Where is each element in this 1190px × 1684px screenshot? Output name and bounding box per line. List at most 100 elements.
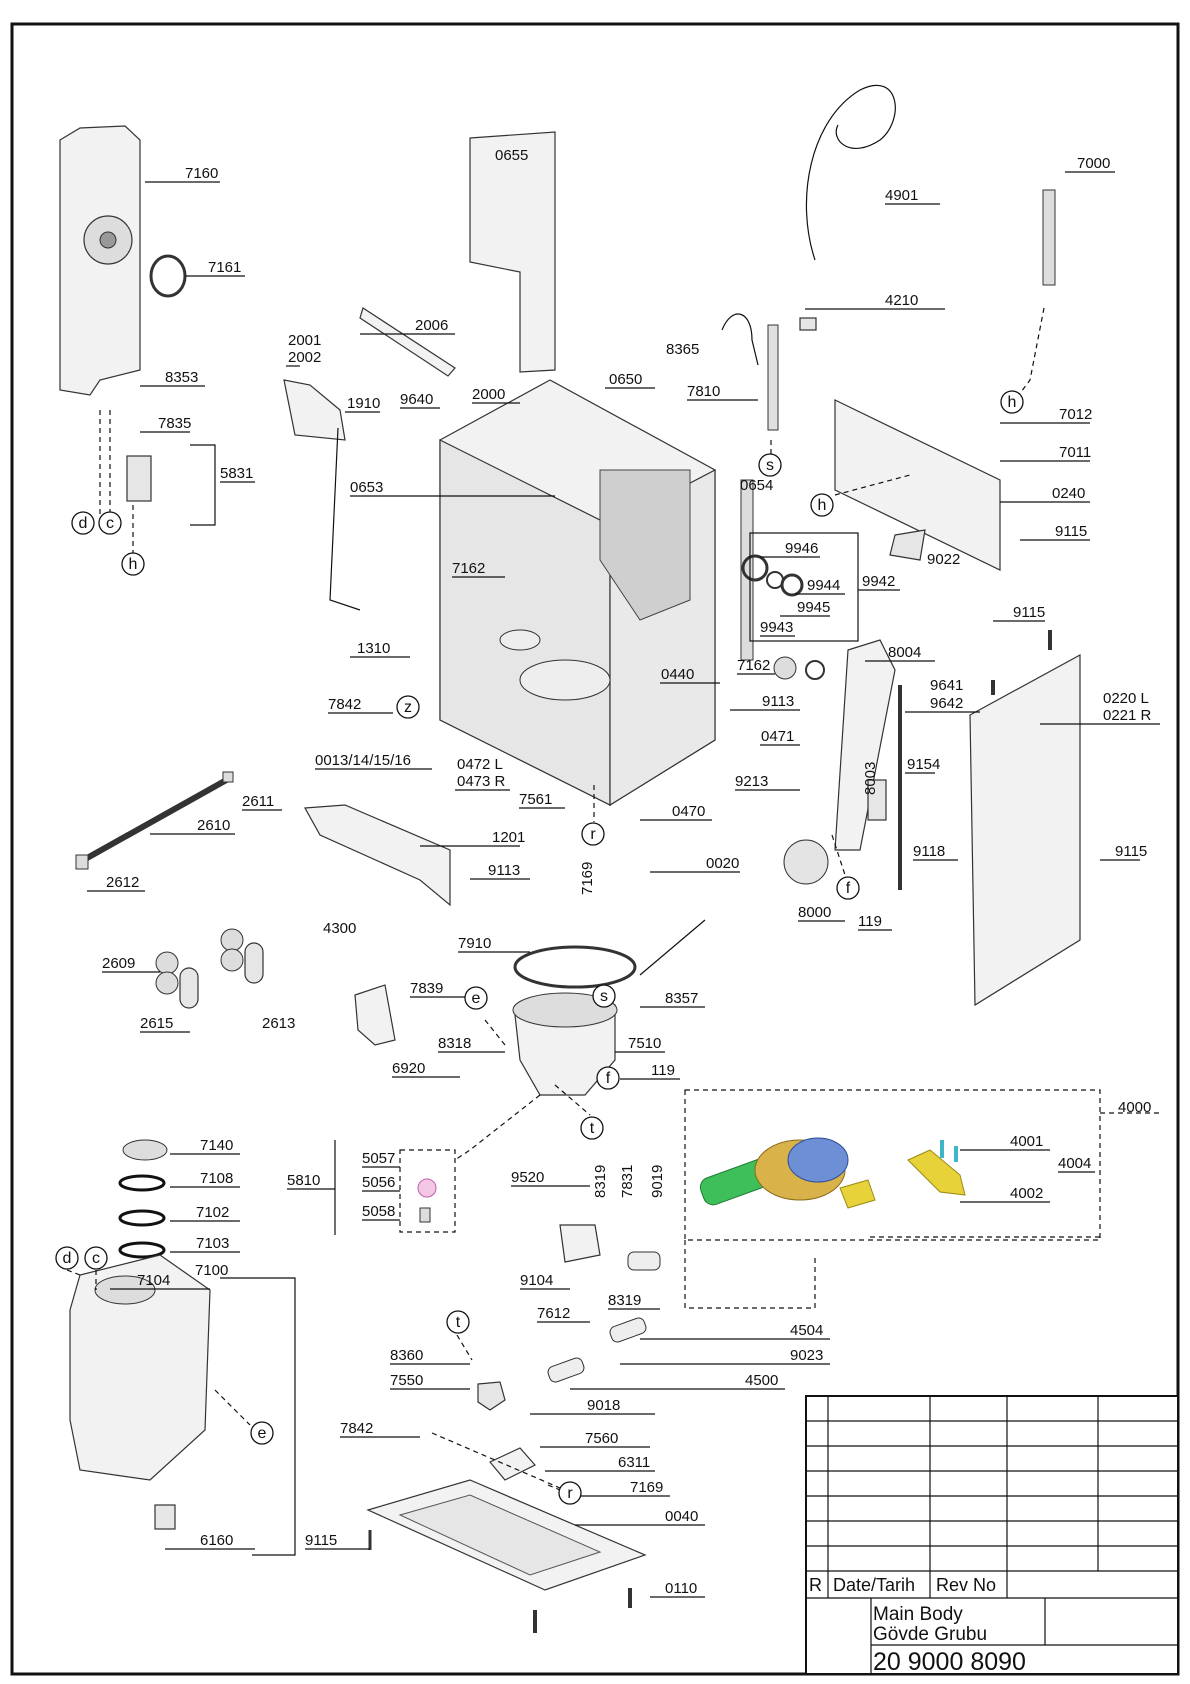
connector-letter: d: [63, 1250, 72, 1267]
dash-t1: [554, 1084, 591, 1116]
part-7910-seal: [513, 945, 637, 989]
part-2610-rod: [78, 775, 232, 865]
connector-circle: [84, 1246, 108, 1270]
title-date-label: Date/Tarih: [833, 1575, 915, 1595]
part-8365-clip: [721, 313, 759, 366]
connector-circle: [464, 986, 488, 1010]
title-block-grid: [806, 1396, 1178, 1674]
callout-0221-r-48: 0221 R: [1103, 707, 1152, 724]
callout-2001-7: 2001: [288, 332, 321, 349]
part-7550-elbow: [477, 1381, 506, 1411]
callout-7510-70: 7510: [628, 1035, 661, 1052]
connector-circle: [121, 552, 145, 576]
part-2609-foot: [155, 951, 179, 975]
part-4210-connector: [799, 317, 817, 331]
callout-0470-25: 0470: [672, 803, 705, 820]
part-7100-softener-cap: [94, 1275, 156, 1305]
title-rev-letter: R: [809, 1575, 822, 1595]
callout-8353-2: 8353: [165, 369, 198, 386]
callout-9641-45: 9641: [930, 677, 963, 694]
callout-8318-69: 8318: [438, 1035, 471, 1052]
part-4504-hose: [609, 1317, 647, 1343]
callout-7560-101: 7560: [585, 1430, 618, 1447]
group-9942-box: [749, 532, 859, 642]
connector-h-4: h: [1000, 390, 1024, 414]
callout-9115-34: 9115: [1055, 523, 1087, 540]
part-8357-hose: [639, 919, 706, 976]
dash-r2: [547, 1484, 566, 1493]
part-0650-mesh: [599, 469, 691, 621]
callout-0220-l-47: 0220 L: [1103, 690, 1149, 707]
callout-6160-105: 6160: [200, 1532, 233, 1549]
callout-labels: 7160716183537835583106552006200120021910…: [87, 147, 1160, 1598]
callout-9115-52: 9115: [1115, 843, 1147, 860]
callout-2609-64: 2609: [102, 955, 135, 972]
part-0040-base-inner: [398, 1494, 602, 1576]
callout-8360-96: 8360: [390, 1347, 423, 1364]
callout-0013-14-15-16-18: 0013/14/15/16: [315, 752, 411, 769]
callout-8004-42: 8004: [888, 644, 921, 661]
callout-5057-80: 5057: [362, 1150, 395, 1167]
callout-2611-55: 2611: [242, 793, 274, 810]
callout-8365-28: 8365: [666, 341, 699, 358]
callout-2000-11: 2000: [472, 386, 505, 403]
dash-f1: [831, 834, 846, 876]
callout-9943-39: 9943: [760, 619, 793, 636]
callout-4300-62: 4300: [323, 920, 356, 937]
callout-4901-26: 4901: [885, 187, 918, 204]
callout-7000-30: 7000: [1077, 155, 1110, 172]
callout-9945-38: 9945: [797, 599, 830, 616]
title-turkish: Gövde Grubu: [873, 1624, 987, 1645]
connector-c-1: c: [98, 511, 122, 535]
connector-letter: r: [590, 826, 596, 843]
connector-letter: c: [92, 1250, 100, 1267]
title-english: Main Body: [873, 1604, 963, 1625]
part-4000-bracket: [839, 1179, 876, 1209]
part-5056: [417, 1178, 437, 1198]
callout-119-72: 119: [651, 1062, 675, 1079]
callout-7550-97: 7550: [390, 1372, 423, 1389]
part-0220-door-panel: [969, 653, 1081, 1007]
connector-h-5: h: [810, 493, 834, 517]
callout-7102-83: 7102: [196, 1204, 229, 1221]
connector-circle: [581, 822, 605, 846]
connector-circle: [810, 493, 834, 517]
callout-9946-36: 9946: [785, 540, 818, 557]
part-7000-inlet: [1042, 189, 1056, 286]
connector-circle: [836, 876, 860, 900]
callout-7831-89: 7831: [619, 1165, 636, 1198]
part-6160: [154, 1504, 176, 1530]
callout-1310-16: 1310: [357, 640, 390, 657]
callout-7810-29: 7810: [687, 383, 720, 400]
callout-7104-85: 7104: [137, 1272, 170, 1289]
connector-letter: d: [79, 515, 88, 532]
connector-t-16: t: [446, 1310, 470, 1334]
part-7103-oring: [118, 1241, 166, 1259]
part-2615-pad: [179, 967, 199, 1009]
part-7108-oring: [118, 1174, 166, 1192]
callout-2006-6: 2006: [415, 317, 448, 334]
part-8000-pump: [783, 839, 829, 885]
callout-9154-49: 9154: [907, 756, 940, 773]
part-2615-pad-2: [244, 942, 264, 984]
part-tub-port: [499, 629, 541, 651]
connector-circle: [558, 1481, 582, 1505]
connector-circle: [446, 1310, 470, 1334]
callout-9942-40: 9942: [862, 573, 895, 590]
connector-letter: f: [606, 1070, 611, 1087]
callout-5056-81: 5056: [362, 1174, 395, 1191]
part-4000-stator: [787, 1137, 849, 1183]
connector-r-17: r: [558, 1481, 582, 1505]
connector-circle: [580, 1116, 604, 1140]
callout-5810-79: 5810: [287, 1172, 320, 1189]
part-7100-softener: [69, 1254, 211, 1481]
connector-letter: r: [567, 1485, 573, 1502]
group-5831-bracket: [190, 444, 216, 526]
callout-1201-58: 1201: [492, 829, 525, 846]
callout-4004-75: 4004: [1058, 1155, 1091, 1172]
part-0240-bracket: [834, 399, 1001, 571]
connector-z-6: z: [396, 695, 420, 719]
part-7162-gear: [773, 656, 797, 680]
callout-7103-84: 7103: [196, 1235, 229, 1252]
callout-9520-87: 9520: [511, 1169, 544, 1186]
